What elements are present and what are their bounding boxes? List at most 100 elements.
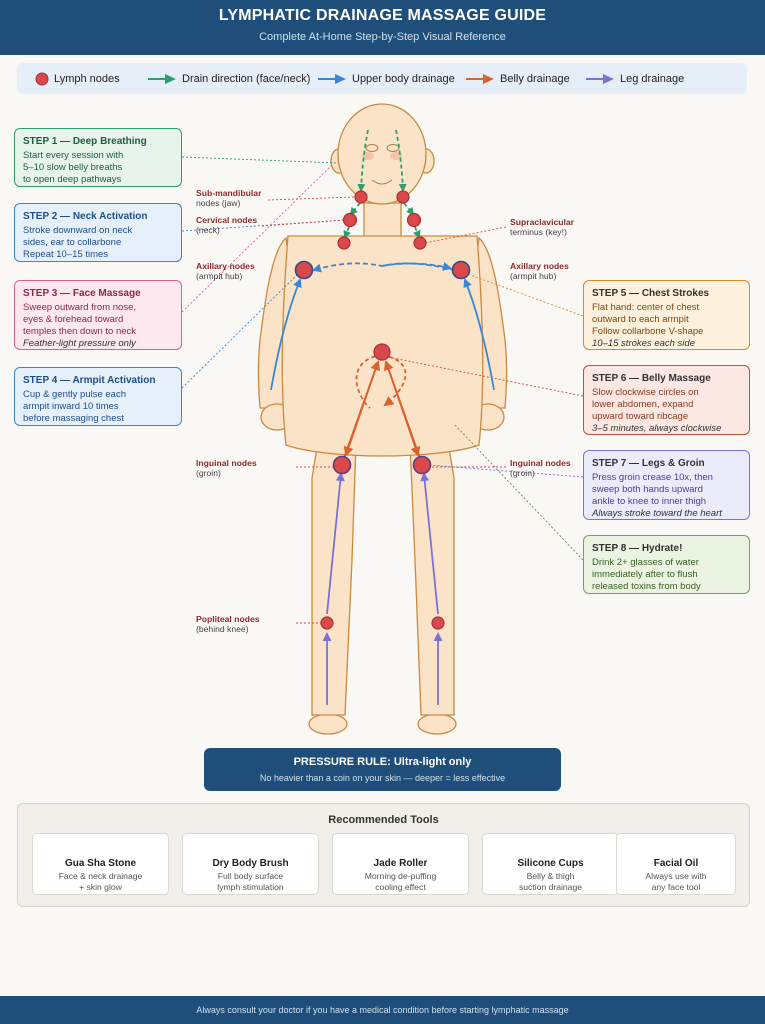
face-arrow-left-low — [343, 226, 351, 239]
node-supraclavicular-left — [337, 236, 351, 250]
label-supraclavicular: Supraclavicular terminus (key!) — [510, 217, 574, 237]
label-submandibular-sub: nodes (jaw) — [196, 198, 241, 208]
page-title: LYMPHATIC DRAINAGE MASSAGE GUIDE — [218, 7, 547, 24]
step-3-line-3: temples then down to neck — [23, 326, 137, 337]
label-popliteal: Popliteal nodes (behind knee) — [196, 614, 260, 634]
label-inguinal-right: Inguinal nodes (groin) — [510, 458, 571, 478]
label-inguinal-right-name: Inguinal nodes — [510, 458, 571, 468]
step-4-line-1: Cup & gently pulse each — [23, 389, 126, 400]
tool-name: Facial Oil — [653, 858, 699, 869]
legend-item-upper: Upper body drainage — [317, 63, 455, 94]
step-8-line-2: immediately after to flush — [592, 569, 698, 580]
tool-card: Gua Sha Stone Face & neck drainage + ski… — [32, 833, 169, 895]
label-cervical: Cervical nodes (neck) — [196, 215, 257, 235]
step-5-note: 10–15 strokes each side — [592, 338, 695, 349]
tool-name: Gua Sha Stone — [64, 858, 137, 869]
legend-label-nodes: Lymph nodes — [54, 72, 120, 85]
label-inguinal-right-sub: (groin) — [510, 468, 535, 478]
step-7-line-2: sweep both hands upward — [592, 484, 703, 495]
step-3-note: Feather-light pressure only — [23, 338, 136, 349]
legend-item-belly: Belly drainage — [465, 63, 570, 94]
step-2-line-3: Repeat 10–15 times — [23, 249, 109, 260]
face-arrow-left-mid — [349, 202, 361, 216]
green-arrow-icon — [148, 73, 176, 84]
label-popliteal-name: Popliteal nodes — [196, 614, 260, 624]
pressure-rule-banner: PRESSURE RULE: Ultra-light only No heavi… — [204, 748, 561, 791]
purple-arrow-icon — [586, 73, 614, 84]
pressure-title: PRESSURE RULE: Ultra-light only — [293, 756, 472, 768]
left-leg-upper-arrow — [326, 472, 345, 615]
connector-step8 — [454, 424, 584, 561]
legend-label-face: Drain direction (face/neck) — [182, 72, 311, 85]
belly-arrow-down-right — [385, 361, 421, 457]
chest-stroke-arrow-right — [381, 262, 452, 271]
upper-body-drainage — [270, 262, 495, 391]
connector-step5 — [461, 271, 584, 317]
label-cervical-name: Cervical nodes — [196, 215, 258, 225]
face-arrow-left-upper — [357, 129, 369, 192]
label-inguinal-left-name: Inguinal nodes — [196, 458, 257, 468]
step-8-card: STEP 8 — Hydrate! Drink 2+ glasses of wa… — [583, 535, 750, 594]
tool-card: Dry Body Brush Full body surface lymph s… — [182, 833, 319, 895]
right-leg — [409, 441, 455, 716]
connector-supraclavicular — [424, 226, 507, 244]
tool-desc: Face & neck drainage + skin glow — [58, 871, 143, 892]
tool-card: Jade Roller Morning de-puffing cooling e… — [332, 833, 469, 895]
step-7-card: STEP 7 — Legs & Groin Press groin crease… — [583, 450, 750, 520]
legend: Lymph nodes Drain direction (face/neck) … — [17, 63, 747, 94]
leg-drainage — [322, 472, 443, 705]
label-cervical-sub: (neck) — [196, 225, 220, 235]
footer-disclaimer: Always consult your doctor if you have a… — [0, 996, 765, 1024]
step-6-line-1: Slow clockwise circles on — [592, 387, 699, 398]
step-7-line-1: Press groin crease 10x, then — [592, 472, 713, 483]
tool-desc: Always use with any face tool — [645, 871, 707, 892]
step-3-line-1: Sweep outward from nose, — [23, 302, 137, 313]
node-cervical-right — [406, 212, 422, 228]
step-5-line-1: Flat hand: center of chest — [592, 302, 700, 313]
label-inguinal-left-sub: (groin) — [196, 468, 221, 478]
label-submandibular-name: Sub-mandibular — [196, 188, 262, 198]
legend-label-upper: Upper body drainage — [352, 72, 455, 85]
node-supraclavicular-right — [413, 236, 427, 250]
step-2-line-1: Stroke downward on neck — [23, 225, 133, 236]
legend-label-belly: Belly drainage — [500, 72, 570, 85]
step-1-line-2: 5–10 slow belly breaths — [23, 162, 123, 173]
step-2-title: STEP 2 — Neck Activation — [23, 211, 148, 222]
label-supraclavicular-sub: terminus (key!) — [510, 227, 567, 237]
tool-name: Jade Roller — [373, 858, 428, 869]
label-inguinal-left: Inguinal nodes (groin) — [196, 458, 257, 478]
neck — [363, 202, 402, 240]
node-popliteal-left — [320, 616, 334, 630]
step-7-note: Always stroke toward the heart — [592, 508, 722, 519]
step-1-card: STEP 1 — Deep Breathing Start every sess… — [14, 128, 182, 187]
legend-item-face: Drain direction (face/neck) — [147, 63, 310, 94]
node-axillary-left — [294, 260, 314, 280]
connector-submandibular — [267, 196, 355, 201]
label-axillary-right: Axillary nodes (armpit hub) — [510, 261, 569, 281]
step-5-line-2: outward to each armpit — [592, 314, 689, 325]
belly-drainage — [343, 354, 421, 459]
face-arrow-right-upper — [395, 129, 407, 192]
node-inguinal-right — [412, 455, 432, 475]
node-submandibular-left — [354, 190, 368, 204]
lymph-nodes — [294, 190, 471, 630]
tool-desc: Belly & thigh suction drainage — [518, 871, 583, 892]
pressure-subtitle: No heavier than a coin on your skin — de… — [259, 773, 506, 783]
left-arm-drain — [270, 278, 302, 391]
legend-label-leg: Leg drainage — [620, 72, 685, 85]
tool-desc: Full body surface lymph stimulation — [217, 871, 284, 892]
connector-step1 — [181, 156, 339, 164]
step-1-line-3: to open deep pathways — [23, 174, 122, 185]
step-8-line-3: released toxins from body — [592, 581, 701, 592]
step-1-title: STEP 1 — Deep Breathing — [23, 136, 147, 147]
step-6-title: STEP 6 — Belly Massage — [592, 373, 711, 384]
header: LYMPHATIC DRAINAGE MASSAGE GUIDE Complet… — [0, 0, 765, 55]
step-3-line-2: eyes & forehead toward — [23, 314, 124, 325]
connector-step6 — [387, 356, 584, 397]
node-popliteal-right — [431, 616, 445, 630]
step-7-line-3: ankle to knee to inner thigh — [592, 496, 707, 507]
tool-name: Dry Body Brush — [212, 858, 289, 869]
right-foot — [417, 713, 457, 735]
connector-step3 — [181, 164, 333, 313]
